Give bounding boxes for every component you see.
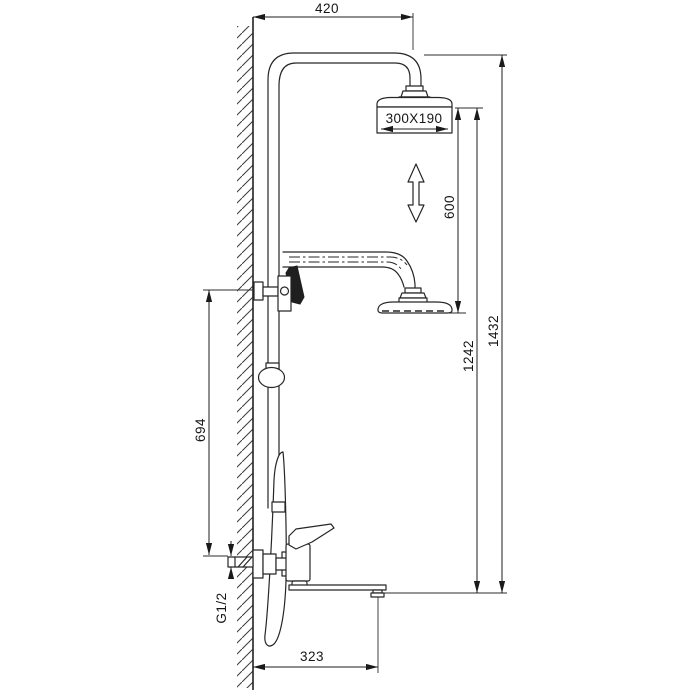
rain-shower-head: 300X190 (376, 96, 453, 134)
lowered-arm-bottom-edge (282, 266, 405, 288)
lowered-arm-top-edge (282, 251, 416, 289)
head-cap (376, 96, 453, 108)
pipe-inner-line (278, 62, 411, 509)
inlet-flange (252, 549, 264, 579)
bracket-stem (262, 286, 279, 297)
riser-ball-knob (257, 362, 286, 389)
dim-label-694: 694 (193, 418, 208, 442)
inlet-stub (227, 556, 254, 568)
lowered-nut-middle (399, 292, 427, 299)
mixer-lever-handle (288, 523, 335, 550)
inlet-pipe (275, 557, 288, 571)
dim-label-1242: 1242 (461, 340, 476, 372)
slider-screw (279, 286, 290, 296)
dimension-lines (205, 13, 506, 671)
spout-foot-base (370, 592, 385, 598)
pipe-outer-line (267, 52, 422, 509)
dim-label-600: 600 (442, 195, 457, 219)
dim-label-420: 420 (315, 1, 339, 16)
lowered-arm-phantom (282, 251, 453, 314)
inlet-thread-hatch-2 (242, 556, 253, 568)
nut-middle (400, 90, 429, 98)
bracket-wall-plate (253, 281, 264, 301)
dim-label-g12: G1/2 (214, 592, 229, 623)
mixer-assembly (252, 501, 387, 598)
nut-top (405, 85, 424, 92)
wall-hatching (237, 26, 253, 688)
lowered-nut-top (404, 287, 422, 294)
lowered-arm-centerline-1 (289, 256, 408, 266)
wall-bracket-assembly (253, 265, 305, 312)
lowered-arm-centerline-2 (289, 261, 402, 270)
mixer-body (285, 543, 311, 582)
dim-label-1432: 1432 (486, 315, 501, 347)
inlet-nut (262, 553, 277, 575)
spout-shelf (288, 584, 387, 591)
extension-lines (203, 13, 507, 673)
head-size-label: 300X190 (386, 111, 443, 126)
inlet-stub-body (227, 556, 254, 568)
riser-pipe (267, 52, 422, 509)
knob-ball (257, 366, 286, 389)
dim-label-323: 323 (300, 649, 324, 664)
pipe-mixer-collar (271, 501, 286, 513)
up-down-adjustment-arrow-icon (407, 163, 425, 223)
inlet-thread-hatch-1 (237, 556, 248, 568)
